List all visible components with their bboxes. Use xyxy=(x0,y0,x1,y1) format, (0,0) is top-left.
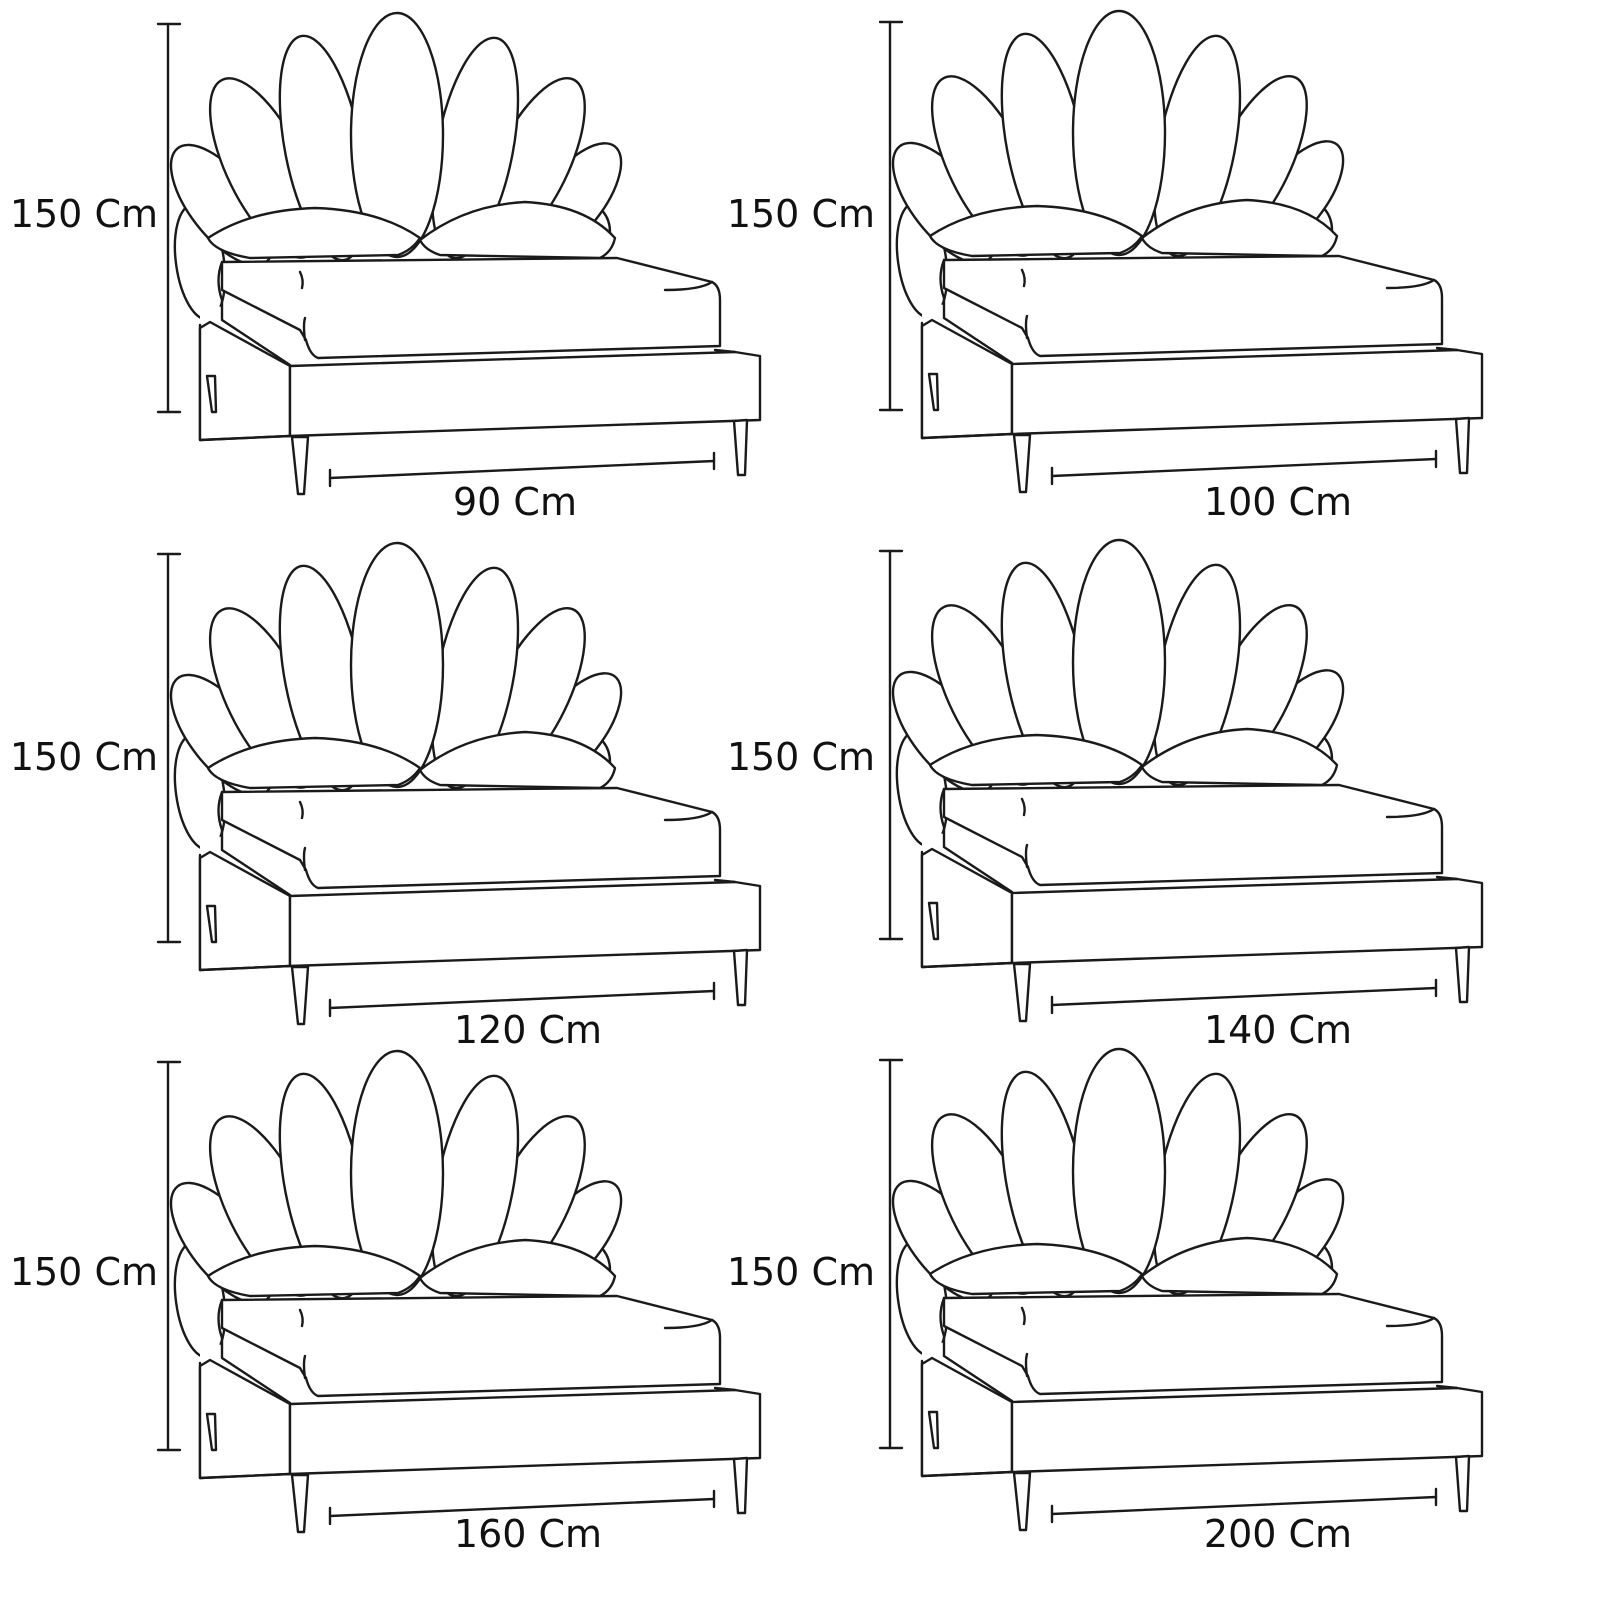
height-label: 150 Cm xyxy=(726,1250,875,1294)
width-label: 90 Cm xyxy=(453,480,577,524)
height-label: 150 Cm xyxy=(9,1250,158,1294)
bed-drawing-1 xyxy=(151,11,762,496)
bed-drawing-6 xyxy=(873,1047,1484,1532)
bed-drawing-2 xyxy=(873,9,1484,494)
bed-drawing-5 xyxy=(151,1049,762,1534)
bed-drawing-4 xyxy=(873,538,1484,1023)
height-label: 150 Cm xyxy=(726,735,875,779)
width-label: 200 Cm xyxy=(1203,1512,1353,1556)
bed-drawing-3 xyxy=(151,541,762,1026)
height-label: 150 Cm xyxy=(726,192,875,236)
width-label: 160 Cm xyxy=(453,1512,603,1556)
width-label: 120 Cm xyxy=(453,1008,603,1052)
height-label: 150 Cm xyxy=(9,735,158,779)
width-label: 140 Cm xyxy=(1203,1008,1353,1052)
width-label: 100 Cm xyxy=(1203,480,1353,524)
height-label: 150 Cm xyxy=(9,192,158,236)
